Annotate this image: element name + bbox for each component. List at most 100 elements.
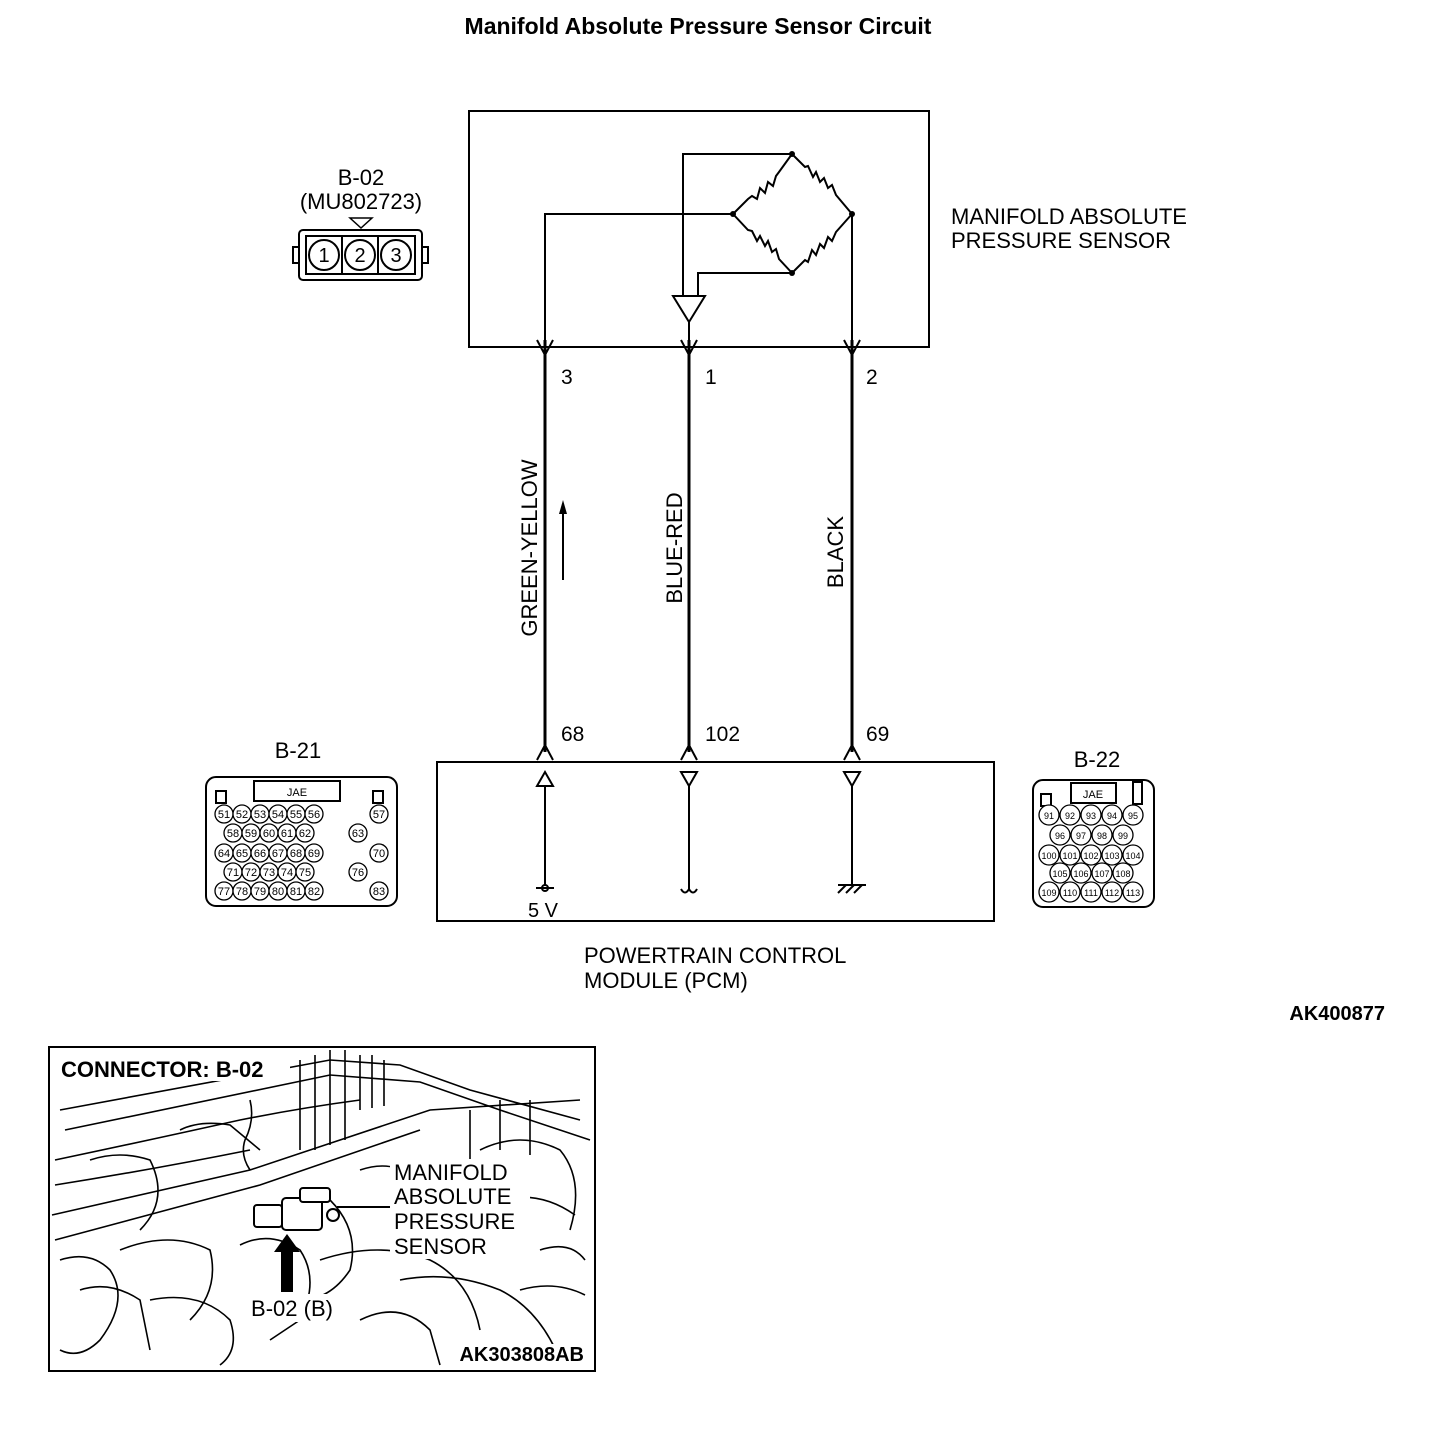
connector-b21-pin-label: 64 — [218, 848, 230, 860]
sensor-pin-2: 2 — [866, 366, 878, 389]
pcm-pin-69: 69 — [866, 723, 889, 746]
figure-code: AK400877 — [1289, 1003, 1385, 1025]
wire-color-blue-red: BLUE-RED — [662, 492, 687, 603]
connector-b21-pin-label: 73 — [263, 867, 275, 879]
connector-b22-pin-socket — [1101, 844, 1123, 866]
bridge-nodes — [730, 151, 855, 276]
sensor-pin-3: 3 — [561, 366, 573, 389]
pcm-terminals — [536, 742, 861, 761]
sensor-box — [468, 110, 930, 348]
wire-color-black: BLACK — [823, 516, 848, 588]
connector-b22-pin-label: 111 — [1084, 888, 1098, 898]
connector-b21-id: B-21 — [275, 738, 321, 763]
connector-b22-pin-socket — [1112, 824, 1134, 846]
connector-b21-pin-socket — [348, 862, 368, 882]
inset-callout-line4: SENSOR — [394, 1234, 487, 1259]
connector-b02-part: (MU802723) — [300, 189, 422, 214]
connector-b21-pin-socket — [369, 881, 389, 901]
connector-b22-pin-label: 113 — [1126, 888, 1140, 898]
pcm-pin-102: 102 — [705, 723, 740, 746]
connector-b22-pin-socket — [1122, 881, 1144, 903]
connector-b22-pin-label: 109 — [1041, 888, 1056, 898]
connector-b22-maker: JAE — [1083, 789, 1103, 801]
sensor-pin-1: 1 — [705, 366, 717, 389]
connector-b21-pin-socket — [295, 862, 315, 882]
connector-b02-pin-2: 2 — [354, 245, 365, 267]
connector-b22-pin-label: 103 — [1104, 851, 1119, 861]
connector-b21-pin-socket — [369, 804, 389, 824]
connector-b21-pin-label: 69 — [308, 848, 320, 860]
connector-b22-pin-label: 91 — [1044, 811, 1054, 821]
connector-b22-pin-label: 95 — [1128, 811, 1138, 821]
connector-b22-pin-socket — [1122, 804, 1144, 826]
connector-b21-face — [205, 776, 398, 907]
connector-b22-pin-socket — [1112, 862, 1134, 884]
connector-b02-key-icon — [348, 217, 374, 230]
connector-b22-pin-label: 104 — [1125, 851, 1140, 861]
connector-b21-pin-label: 54 — [272, 809, 284, 821]
inset-callout-line1: MANIFOLD — [394, 1160, 508, 1185]
pcm-label-line1: POWERTRAIN CONTROL — [584, 943, 846, 968]
connector-b22-pin-label: 97 — [1076, 831, 1086, 841]
connector-b22-pin-label: 112 — [1105, 888, 1119, 898]
current-direction-arrow — [559, 500, 567, 580]
connector-b22-pin-label: 96 — [1055, 831, 1065, 841]
connector-b22-pin-label: 100 — [1041, 851, 1056, 861]
connector-b22-pin-label: 107 — [1094, 869, 1109, 879]
connector-b22-pin-socket — [1049, 824, 1071, 846]
connector-b21-maker: JAE — [287, 787, 307, 799]
connector-b21-pin-label: 62 — [299, 828, 311, 840]
inset-callout-line2: ABSOLUTE — [394, 1184, 511, 1209]
connector-b21-pin-label: 66 — [254, 848, 266, 860]
connector-b21-pin-label: 56 — [308, 809, 320, 821]
connector-b22-pin-label: 99 — [1118, 831, 1128, 841]
sensor-label-line1: MANIFOLD ABSOLUTE — [951, 204, 1187, 229]
connector-b21-pin-socket — [369, 843, 389, 863]
connector-b22-pin-label: 102 — [1083, 851, 1098, 861]
connector-b22-pin-label: 101 — [1062, 851, 1077, 861]
connector-b02-id: B-02 — [338, 165, 384, 190]
inset-heading: CONNECTOR: B-02 — [61, 1057, 264, 1082]
connector-b22-id: B-22 — [1074, 747, 1120, 772]
connector-b22-pin-socket — [1059, 804, 1081, 826]
connector-b22-pin-socket — [1059, 844, 1081, 866]
inset-pointer-arrow-icon — [274, 1234, 300, 1292]
connector-b22-pin-socket — [1059, 881, 1081, 903]
connector-b22-pin-socket — [1091, 824, 1113, 846]
connector-b21-pin-label: 79 — [254, 886, 266, 898]
connector-b21-pin-label: 53 — [254, 809, 266, 821]
connector-b21-pin-label: 81 — [290, 886, 302, 898]
bridge-circuit — [544, 153, 853, 340]
inset-sensor-icon — [253, 1187, 340, 1231]
sensor-label-line2: PRESSURE SENSOR — [951, 228, 1171, 253]
connector-b21-pin-label: 74 — [281, 867, 293, 879]
connector-b22-pin-socket — [1038, 844, 1060, 866]
connector-b22-pin-socket — [1101, 804, 1123, 826]
connector-b02-face — [292, 229, 429, 281]
connector-b21-pin-socket — [304, 804, 324, 824]
inset-figure-code: AK303808AB — [459, 1344, 584, 1366]
pcm-box — [436, 761, 995, 922]
connector-b21-pin-label: 51 — [218, 809, 230, 821]
connector-b22-pin-label: 108 — [1115, 869, 1130, 879]
engine-bay-illustration — [51, 1050, 591, 1366]
connector-b22-pin-label: 93 — [1086, 811, 1096, 821]
connector-b21-pin-label: 78 — [236, 886, 248, 898]
connector-b21-pin-label: 59 — [245, 828, 257, 840]
connector-b21-pin-label: 83 — [373, 886, 385, 898]
pcm-pin-68: 68 — [561, 723, 584, 746]
connector-b22-pin-label: 92 — [1065, 811, 1075, 821]
connector-b22-pin-label: 105 — [1052, 869, 1067, 879]
connector-b22-pin-socket — [1122, 844, 1144, 866]
connector-b21-pin-label: 77 — [218, 886, 230, 898]
connector-b21-pin-label: 55 — [290, 809, 302, 821]
connector-b22-pin-label: 110 — [1063, 888, 1077, 898]
connector-b22-pin-socket — [1049, 862, 1071, 884]
connector-b21-pin-label: 57 — [373, 809, 385, 821]
connector-b21-pin-label: 75 — [299, 867, 311, 879]
inset-callout-line3: PRESSURE — [394, 1209, 515, 1234]
connector-b22-pin-socket — [1038, 881, 1060, 903]
connector-b21-pin-label: 67 — [272, 848, 284, 860]
connector-b22-face — [1032, 779, 1155, 908]
